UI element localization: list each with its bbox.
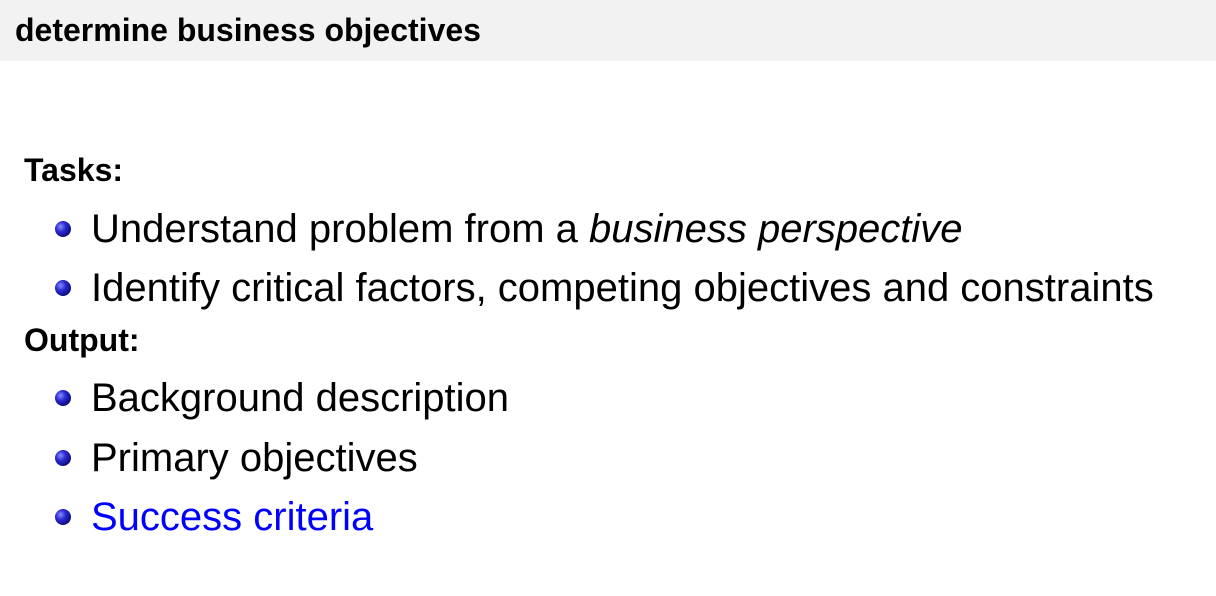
bullet-icon xyxy=(55,280,71,296)
list-item: Understand problem from a business persp… xyxy=(55,204,963,254)
list-item-text: Background description xyxy=(91,376,510,420)
list-item-text-emphasis: business perspective xyxy=(589,207,963,251)
bullet-icon xyxy=(55,450,71,466)
list-item: Primary objectives xyxy=(55,433,418,483)
list-item-text: Understand problem from a business persp… xyxy=(91,204,963,254)
list-item[interactable]: Success criteria xyxy=(55,492,373,542)
list-item-text: Identify critical factors, competing obj… xyxy=(91,266,1154,310)
list-item-text: Primary objectives xyxy=(91,436,418,480)
bullet-icon xyxy=(55,509,71,525)
slide-title: determine business objectives xyxy=(15,12,481,48)
list-item: Background description xyxy=(55,373,509,423)
slide-title-bar: determine business objectives xyxy=(0,0,1216,61)
bullet-icon xyxy=(55,221,71,237)
bullet-icon xyxy=(55,390,71,406)
list-item-text-plain: Understand problem from a xyxy=(91,207,590,251)
list-item: Identify critical factors, competing obj… xyxy=(55,263,1154,313)
success-criteria-link[interactable]: Success criteria xyxy=(91,495,374,539)
output-heading: Output: xyxy=(24,322,140,358)
tasks-heading: Tasks: xyxy=(24,152,124,188)
